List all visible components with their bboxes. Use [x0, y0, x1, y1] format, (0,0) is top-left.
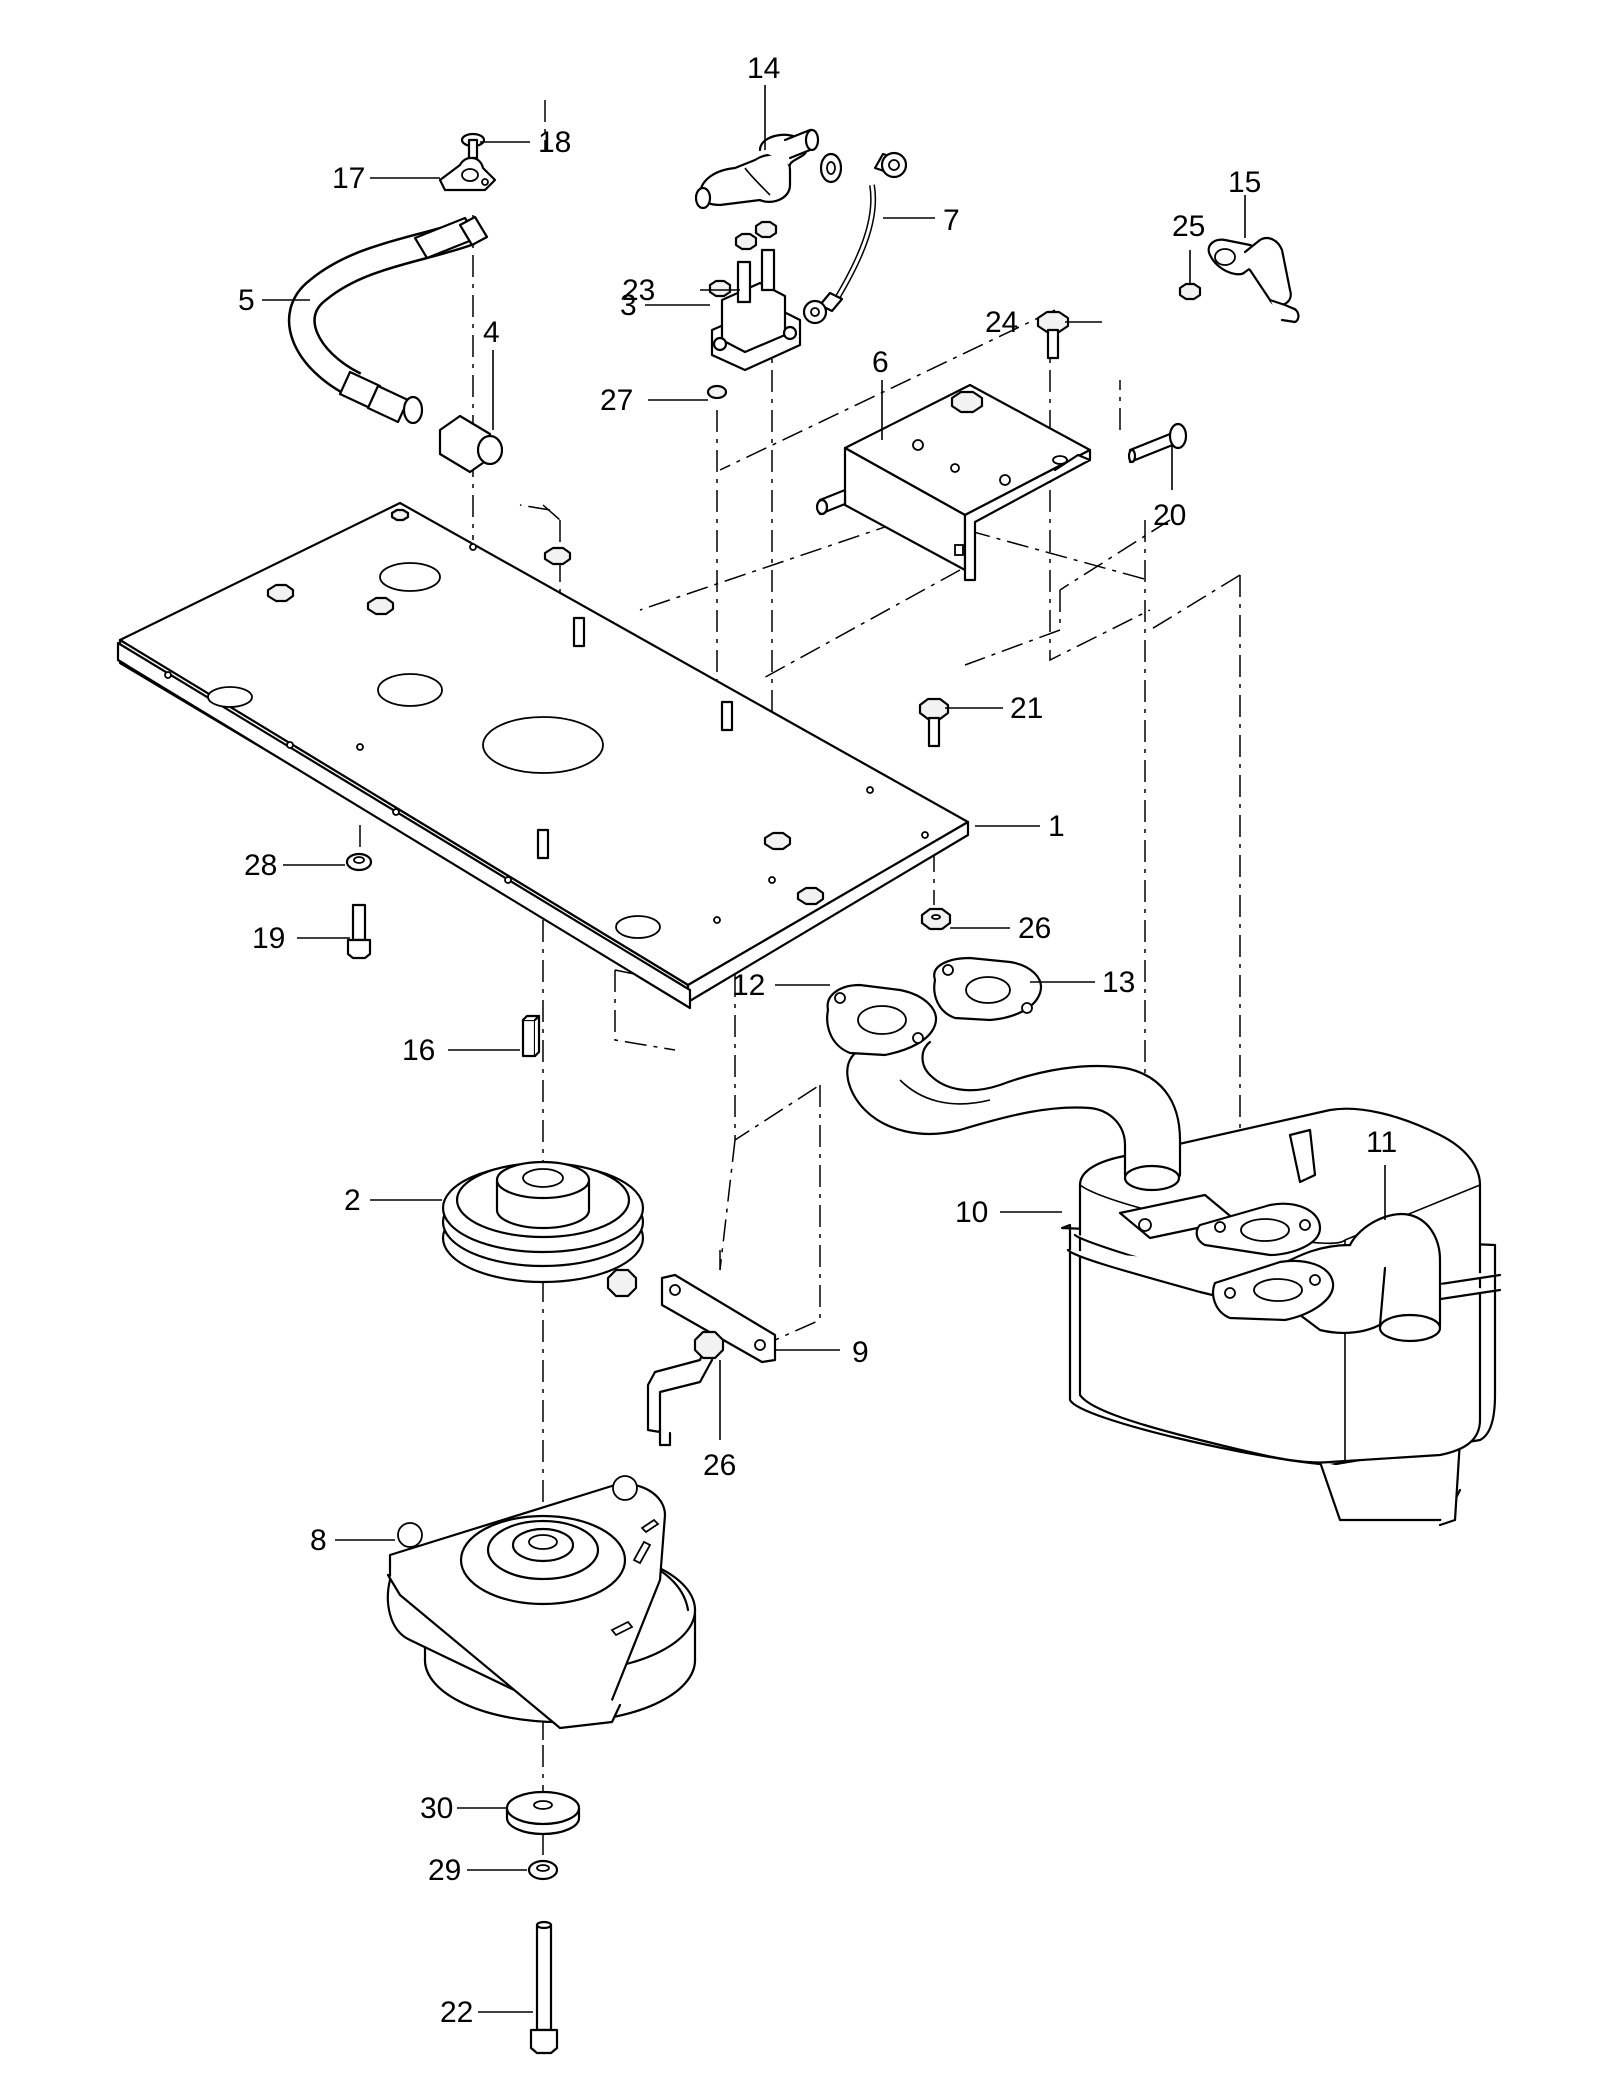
callout-18: 18	[538, 126, 571, 159]
callout-30: 30	[420, 1792, 453, 1825]
washer-29	[527, 1859, 559, 1881]
exhaust-pipe-11	[1212, 1212, 1442, 1343]
nut-26	[920, 907, 952, 931]
electric-clutch	[386, 1475, 697, 1730]
callout-10: 10	[955, 1196, 988, 1229]
callout-6: 6	[872, 346, 889, 379]
callout-23: 23	[622, 274, 655, 307]
callout-14: 14	[747, 52, 780, 85]
callout-26-lower: 26	[703, 1449, 736, 1482]
solenoid-nuts	[706, 220, 778, 400]
ground-wire	[802, 151, 908, 325]
callout-7: 7	[943, 204, 960, 237]
callout-28: 28	[244, 849, 277, 882]
bolt-21	[918, 697, 950, 748]
clutch-bracket	[606, 1268, 777, 1447]
hydraulic-hose	[287, 215, 489, 425]
callout-11: 11	[1366, 1126, 1397, 1159]
callout-15: 15	[1228, 166, 1261, 199]
callout-22: 22	[440, 1996, 473, 2029]
mounting-bracket	[815, 383, 1092, 582]
callout-9: 9	[852, 1336, 869, 1369]
callout-24: 24	[985, 306, 1018, 339]
key	[521, 1014, 541, 1058]
washer-28	[345, 852, 373, 872]
washer-30	[505, 1790, 581, 1836]
callout-25: 25	[1172, 210, 1205, 243]
callout-5: 5	[238, 284, 255, 317]
callout-16: 16	[402, 1034, 435, 1067]
solenoid	[710, 248, 802, 372]
terminal-boot	[694, 128, 820, 210]
callout-26-upper: 26	[1018, 912, 1051, 945]
pulley	[441, 1160, 645, 1284]
deck-plate	[116, 501, 970, 1010]
callout-1: 1	[1048, 810, 1065, 843]
callout-2: 2	[344, 1184, 361, 1217]
callout-3: 3	[620, 289, 637, 322]
callout-29: 29	[428, 1854, 461, 1887]
callout-21: 21	[1010, 692, 1043, 725]
callout-12: 12	[732, 969, 765, 1002]
hose-clamp	[438, 156, 497, 192]
callout-labels: 1 2 3 4 5 6 7 8 9 10 11 12 13 14 15 16 1…	[238, 52, 1397, 2029]
callout-4: 4	[483, 316, 500, 349]
callout-13: 13	[1102, 966, 1135, 999]
callout-27: 27	[600, 384, 633, 417]
bolt-24	[1036, 310, 1070, 360]
callout-19: 19	[252, 922, 285, 955]
hose-fitting	[438, 414, 504, 474]
pin-20	[1127, 422, 1188, 464]
gasket	[933, 956, 1043, 1022]
bolt-22	[529, 1920, 559, 2055]
callout-20: 20	[1153, 499, 1186, 532]
leader-lines	[262, 85, 1386, 2013]
bolt-19	[346, 903, 372, 960]
callout-8: 8	[310, 1524, 327, 1557]
tee-boot	[1207, 236, 1300, 324]
callout-17: 17	[332, 162, 365, 195]
screw-18	[460, 132, 486, 160]
nut-25	[1178, 282, 1202, 301]
exhaust-pipe-12	[826, 983, 1182, 1192]
